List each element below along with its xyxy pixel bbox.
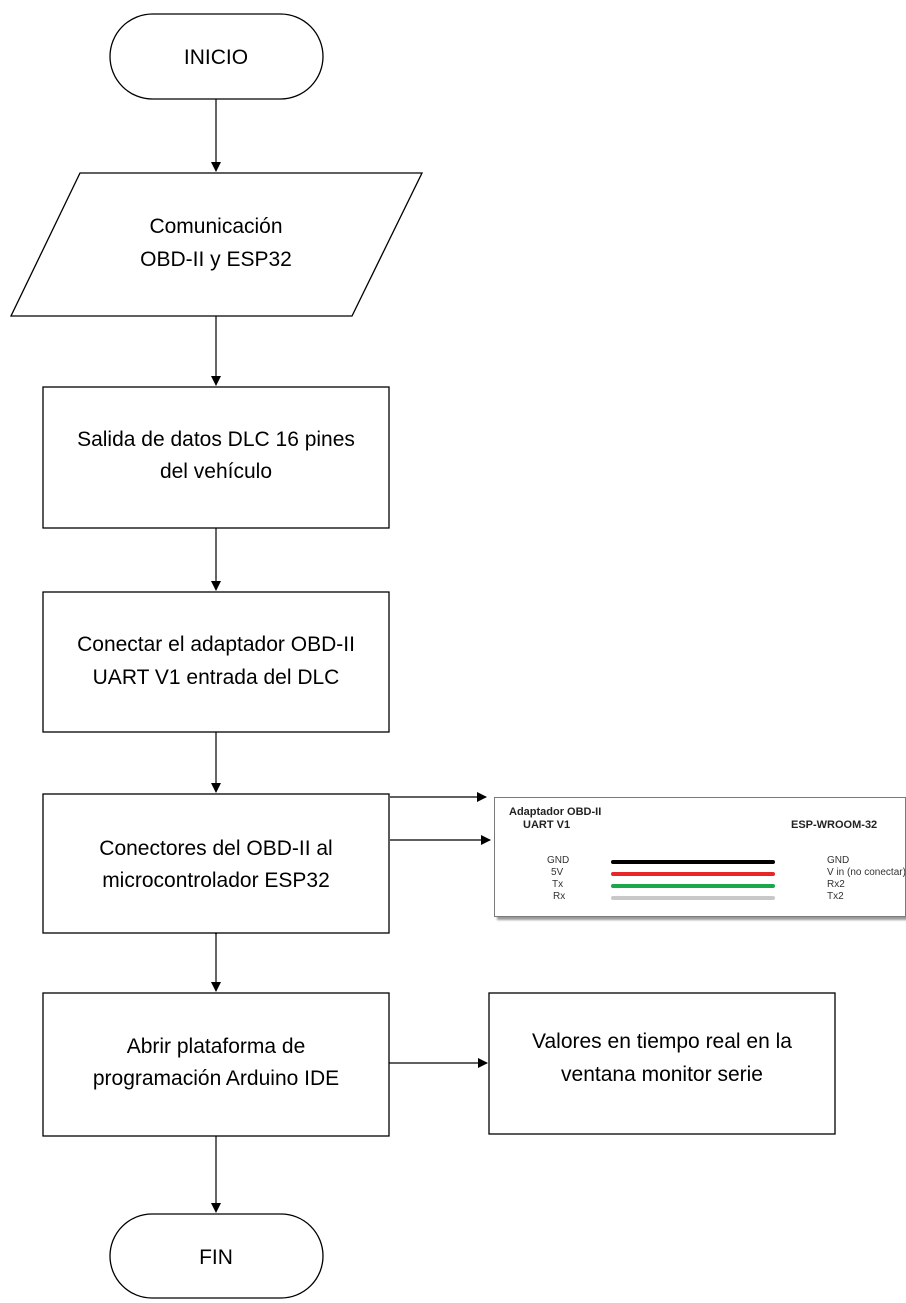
process-abrir-plataforma-line2: programación Arduino IDE [93,1067,339,1090]
process-conectores-line1: Conectores del OBD-II al [99,837,332,860]
process-abrir-plataforma-de-programacion-arduino-ide [42,992,390,1137]
wiring-right-pin-tx2: Tx2 [827,891,844,902]
wire-tx-rx2 [611,884,775,888]
wiring-left-pin-5v: 5V [551,867,564,878]
wiring-left-title-line1: Adaptador OBD-II [509,806,602,818]
process-salida-datos [42,386,390,529]
start-label: INICIO [184,46,248,69]
process-conectar-adaptador-line2: UART V1 entrada del DLC [93,666,340,689]
process-valores-line2: ventana monitor serie [561,1063,763,1086]
wiring-right-pin-gnd: GND [827,855,850,866]
wiring-diagram-panel: Adaptador OBD-II UART V1 ESP-WROOM-32 GN… [494,797,906,917]
process-abrir-plataforma-line1: Abrir plataforma de [127,1035,306,1058]
wire-rx-tx2 [611,896,775,900]
input-label-line2: OBD-II y ESP32 [140,248,292,271]
start-terminal [109,13,324,100]
wire-gnd [611,860,775,864]
input-parallelogram [9,172,424,317]
process-conectar-adaptador [42,591,390,733]
process-conectar-adaptador-line1: Conectar el adaptador OBD-II [77,633,355,656]
process-salida-datos-line2: del vehículo [160,460,272,483]
wiring-right-pin-vin: V in (no conectar) [827,867,906,878]
wiring-right-title: ESP-WROOM-32 [791,819,878,831]
wiring-left-title-line2: UART V1 [523,819,571,831]
wiring-left-pin-rx: Rx [553,891,566,902]
end-label: FIN [199,1246,233,1269]
wiring-left-pin-gnd: GND [547,855,570,866]
process-valores-line1: Valores en tiempo real en la [532,1030,792,1053]
input-label-line1: Comunicación [149,215,282,238]
process-conectores-line2: microcontrolador ESP32 [102,869,330,892]
wire-5v [611,872,775,876]
wiring-left-pin-tx: Tx [552,879,564,890]
end-terminal [109,1213,324,1299]
wiring-right-pin-rx2: Rx2 [827,879,845,890]
process-salida-datos-line1: Salida de datos DLC 16 pines [77,428,355,451]
process-conectores [42,793,390,934]
process-valores-tiempo-real [488,992,836,1135]
